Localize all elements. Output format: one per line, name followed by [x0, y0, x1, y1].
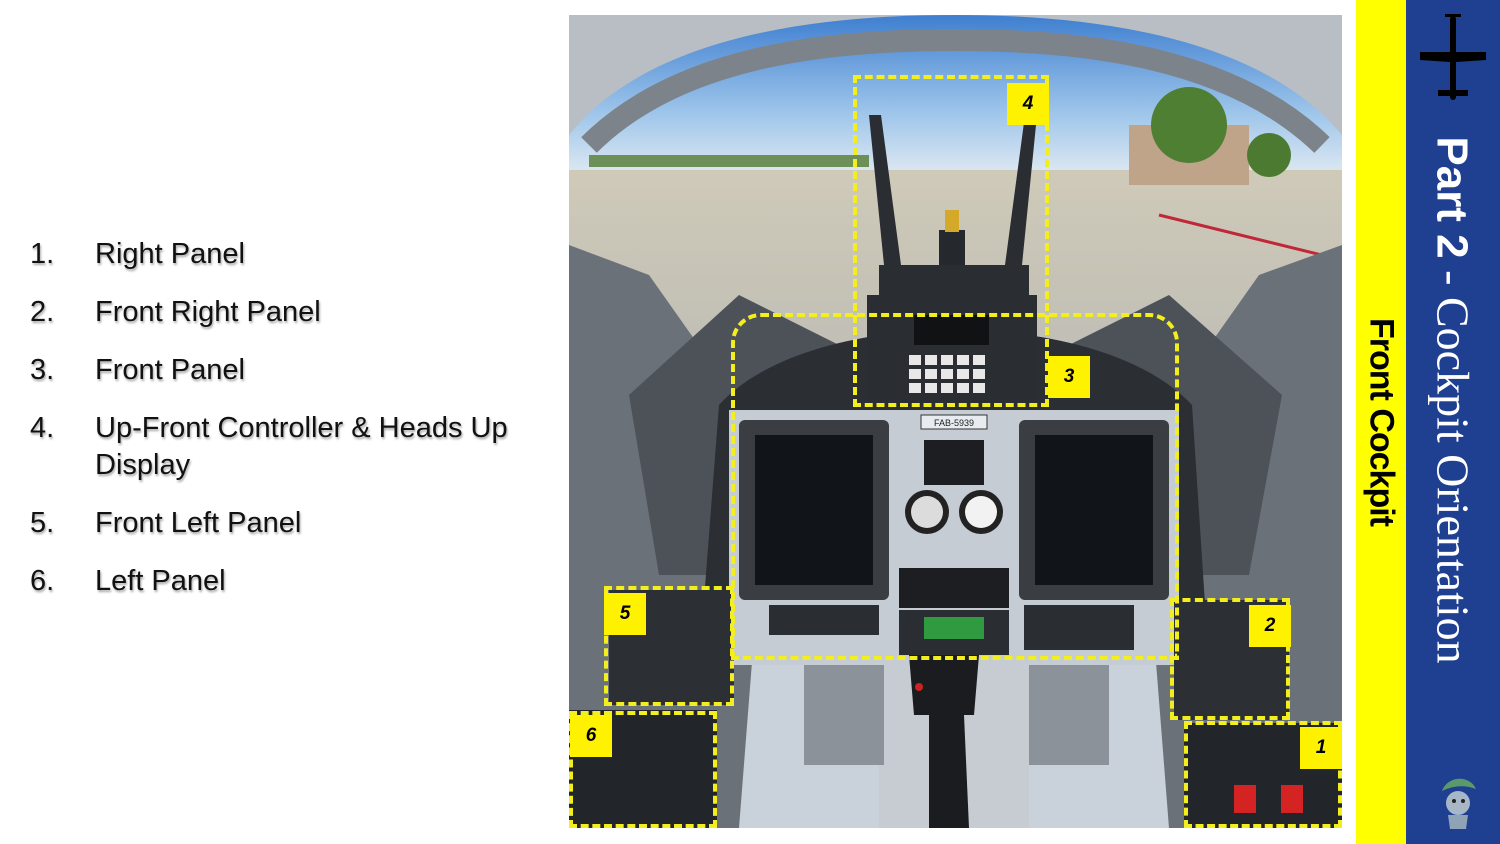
highlight-front-panel [731, 313, 1179, 660]
airplane-icon [1420, 14, 1486, 100]
list-text: Right Panel [95, 238, 245, 270]
list-item: 5. Front Left Panel [30, 505, 550, 542]
panel-tag-1: 1 [1300, 727, 1342, 769]
list-number: 3. [30, 354, 55, 386]
panel-tag-6: 6 [570, 715, 612, 757]
mascot-icon [1442, 778, 1476, 829]
cockpit-illustration: FAB-5939 [569, 15, 1342, 828]
list-text: Up-Front Controller & Heads Up Display [95, 412, 508, 481]
list-text: Front Right Panel [95, 296, 321, 328]
list-text: Left Panel [95, 565, 226, 597]
panel-tag-5: 5 [604, 593, 646, 635]
title-text: Cockpit Orientation [1427, 296, 1479, 664]
highlight-front-right-panel [1170, 598, 1290, 720]
title-separator: - [1427, 258, 1479, 297]
list-number: 5. [30, 507, 55, 539]
subtitle-bar: Front Cockpit [1356, 0, 1406, 844]
panel-list: 1. Right Panel 2. Front Right Panel 3. Fron… [30, 236, 550, 621]
highlight-front-left-panel [604, 586, 734, 706]
list-item: 6. Left Panel [30, 563, 550, 600]
cockpit-image: FAB-5939 [569, 15, 1342, 828]
part-label: Part 2 [1427, 136, 1477, 259]
list-number: 1. [30, 238, 55, 270]
list-number: 2. [30, 296, 55, 328]
panel-tag-4: 4 [1007, 83, 1049, 125]
list-text: Front Panel [95, 354, 245, 386]
list-item: 4. Up-Front Controller & Heads Up Display [30, 410, 550, 484]
section-title: Part 2 - Cockpit Orientation [1427, 136, 1480, 663]
panel-tag-3: 3 [1048, 356, 1090, 398]
list-item: 3. Front Panel [30, 352, 550, 389]
list-number: 4. [30, 412, 55, 444]
list-item: 2. Front Right Panel [30, 294, 550, 331]
highlight-up-front-controller [853, 75, 1049, 407]
panel-tag-2: 2 [1249, 605, 1291, 647]
list-item: 1. Right Panel [30, 236, 550, 273]
title-bar: Part 2 - Cockpit Orientation [1406, 0, 1500, 844]
highlight-left-panel [569, 711, 717, 828]
highlight-right-panel [1184, 721, 1342, 828]
list-text: Front Left Panel [95, 507, 302, 539]
aircraft-placard: FAB-5939 [934, 418, 974, 428]
list-number: 6. [30, 565, 55, 597]
subtitle-text: Front Cockpit [1362, 318, 1401, 526]
